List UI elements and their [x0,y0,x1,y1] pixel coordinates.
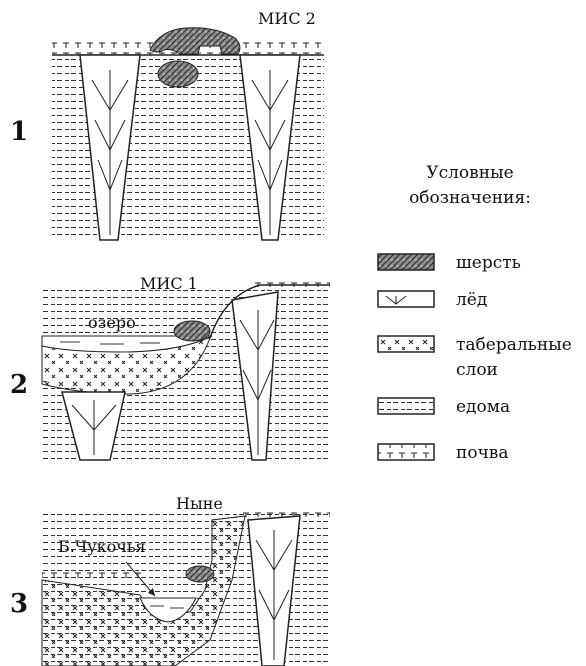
legend-label: слои [456,360,498,380]
legend-label: едома [456,397,510,417]
legend-title: обозначения: [409,188,531,208]
river-label: Б.Чукочья [58,537,146,556]
legend-swatch-ice [378,291,434,307]
stage-label: Ныне [176,494,223,513]
panel-number: 3 [10,589,28,619]
wool-clump [186,566,214,582]
wool-clump [174,321,210,341]
legend-label: шерсть [456,253,521,273]
panel-2: 2 МИС 1 озеро [10,274,330,460]
legend-title: Условные [426,163,513,183]
legend-swatch-wool [378,254,434,270]
legend: Условные обозначения: шерсть лёд табера­… [378,163,572,463]
lake-label: озеро [88,313,136,332]
legend-swatch-taberal [378,336,434,352]
panel-number: 1 [10,117,28,147]
stage-label: МИС 2 [258,9,316,28]
panel-number: 2 [10,370,28,400]
legend-label: табера­льные [456,335,572,355]
legend-swatch-yedoma [378,398,434,414]
wool-clump [158,61,198,87]
legend-label: лёд [456,290,487,310]
panel-3: 3 Ныне Б.Чукочья [10,494,330,666]
panel-1: 1 МИС 2 [10,9,324,240]
legend-swatch-soil [378,444,434,460]
legend-label: почва [456,443,509,463]
stage-label: МИС 1 [140,274,198,293]
mammoth-icon [150,28,240,54]
